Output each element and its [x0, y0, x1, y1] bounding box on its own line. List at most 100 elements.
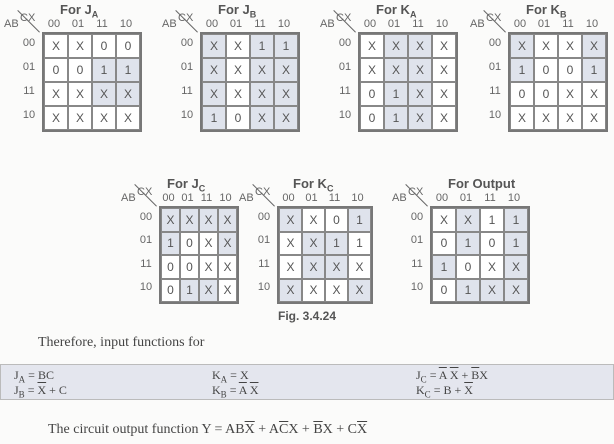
kmap-cell: 0 [92, 34, 116, 58]
term: = X [227, 368, 249, 382]
kmap-row-header: 10 [22, 109, 36, 121]
kmap-column-header: 10 [219, 192, 232, 204]
kmap-cell: 1 [348, 208, 371, 232]
kmap-row-header: 01 [22, 61, 36, 73]
kmap-row-header: 11 [411, 257, 423, 270]
kmap-cell: X [360, 58, 384, 82]
kmap-title-text: For J [218, 2, 250, 17]
kmap-cell: X [218, 278, 237, 302]
kmap-column-header: 10 [351, 192, 364, 204]
term: = [426, 368, 439, 382]
overlined-term: X [357, 422, 368, 437]
intro-text: Therefore, input functions for [38, 335, 205, 350]
kmap-cell: X [250, 58, 274, 82]
subscript: B [18, 389, 25, 400]
kmap-title-subscript: C [198, 183, 206, 194]
kmap-cell: 1 [325, 231, 348, 255]
kmap-cell: X [408, 34, 432, 58]
kmap-cell: X [348, 278, 371, 302]
kmap-title: For JC [167, 176, 205, 194]
kmap-title-text: For K [376, 2, 410, 17]
kmap-cell: X [218, 208, 237, 232]
kmap-cell: X [44, 34, 68, 58]
kmap-row-header: 01 [257, 234, 271, 247]
kmap-corner-ab: AB [121, 192, 136, 204]
overlined-term: B [313, 422, 323, 437]
kmap-cell: X [116, 82, 140, 106]
kmap-cell: X [44, 82, 68, 106]
kmap-corner-cx: CX [255, 186, 271, 198]
figure-caption: Fig. 3.4.24 [277, 309, 337, 323]
term: + C [46, 383, 67, 397]
kmap-cell: 1 [92, 58, 116, 82]
kmap-row-header: 00 [338, 37, 352, 49]
kmap-cell: X [92, 82, 116, 106]
kmap-cell: X [274, 106, 298, 130]
kmap-column-header: 00 [435, 192, 449, 204]
kmap-cell: X [582, 82, 606, 106]
overlined-term: A [238, 383, 247, 397]
kmap-cell: X [274, 82, 298, 106]
kmap-row-header: 00 [22, 37, 36, 49]
kmap-column-header: 01 [229, 18, 243, 30]
kmap-cell: X [432, 58, 456, 82]
kmap-column-header: 01 [71, 18, 85, 30]
kmap-cell: 1 [161, 231, 180, 255]
kmap-row-header: 00 [257, 210, 271, 223]
kmap-corner-cx: CX [408, 186, 424, 198]
kmap-cell: X [44, 106, 68, 130]
kmap-column-header: 00 [363, 18, 377, 30]
kmap-row-header: 01 [488, 61, 502, 73]
kmap-cell: X [534, 106, 558, 130]
kmap-cell: X [582, 34, 606, 58]
kmap-column-header: 01 [305, 192, 318, 204]
kmap-cell: 0 [180, 231, 199, 255]
kmap-corner-ab: AB [320, 18, 335, 30]
kmap-cell: X [582, 106, 606, 130]
kmap-column-header: 11 [254, 18, 266, 30]
kmap-cell: X [432, 106, 456, 130]
kmap-cell: X [226, 82, 250, 106]
overlined-term: X [249, 383, 259, 397]
kmap-cell: X [202, 58, 226, 82]
kmap-cell: 0 [510, 82, 534, 106]
equation: JB = X + C [14, 383, 67, 401]
kmap-cell: X [348, 255, 371, 279]
kmap-column-header: 10 [277, 18, 291, 30]
kmap-row-header: 10 [257, 281, 271, 294]
kmap-cell: 1 [348, 231, 371, 255]
kmap-column-header: 10 [119, 18, 133, 30]
kmap-cell: X [250, 106, 274, 130]
kmap-cell: X [480, 255, 504, 279]
kmap-cell: 0 [68, 58, 92, 82]
kmap-cell: X [325, 278, 348, 302]
kmap-cell: X [161, 208, 180, 232]
kmap-row-header: 11 [23, 85, 35, 97]
kmap-cell: 1 [480, 208, 504, 232]
kmap-column-header: 00 [162, 192, 175, 204]
kmap-title: For KC [293, 176, 333, 194]
kmap-title: For Output [448, 176, 515, 191]
kmap-cell: X [116, 106, 140, 130]
kmap-cell: X [558, 34, 582, 58]
kmap-column-header: 00 [47, 18, 61, 30]
kmap-column-header: 10 [585, 18, 599, 30]
kmap-corner-ab: AB [4, 18, 19, 30]
kmap-cell: X [68, 34, 92, 58]
kmap-cell: 1 [116, 58, 140, 82]
kmap-column-header: 01 [387, 18, 401, 30]
subscript: C [424, 389, 431, 400]
kmap-cell: X [360, 34, 384, 58]
kmap-cell: X [68, 106, 92, 130]
kmap-cell: 1 [274, 34, 298, 58]
kmap-column-header: 11 [328, 192, 341, 204]
kmap-column-header: 11 [200, 192, 213, 204]
kmap-corner-ab: AB [392, 192, 407, 204]
kmap-corner-cx: CX [20, 12, 36, 24]
kmap-row-header: 00 [139, 210, 153, 223]
term: + A [254, 422, 279, 437]
kmap-cell: X [558, 82, 582, 106]
kmap-row-header: 01 [410, 234, 424, 247]
